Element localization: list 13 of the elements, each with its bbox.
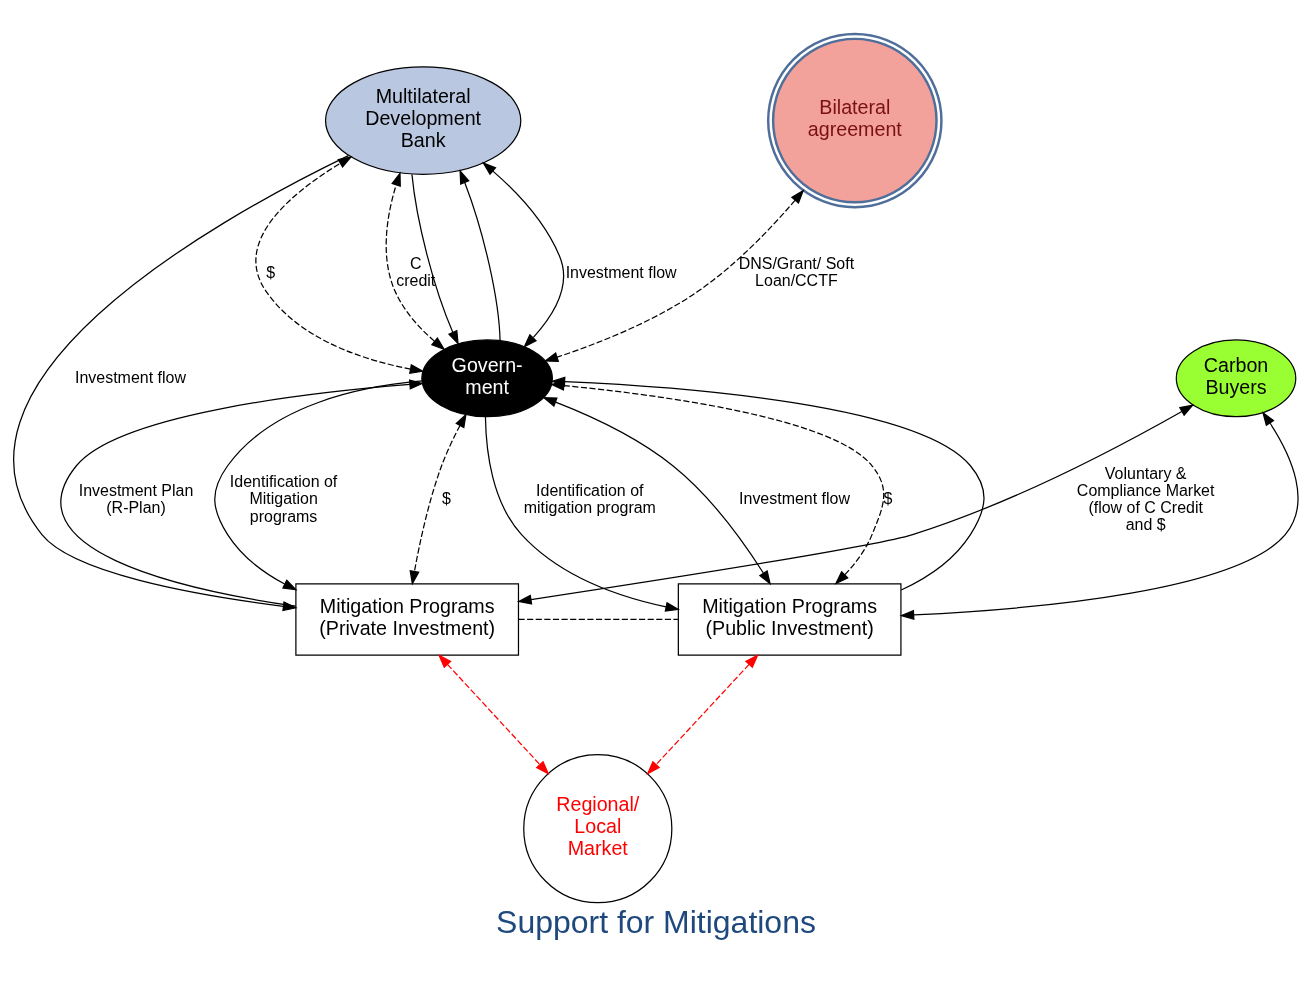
edge-label: Investment Plan (R-Plan) [78, 481, 194, 516]
edge-label: $ [883, 490, 893, 508]
edge-label: Identification of mitigation program [523, 481, 656, 516]
edge-label: $ [442, 490, 451, 508]
diagram-title: Support for Mitigations [496, 904, 816, 941]
edge-label: C credit [396, 255, 436, 290]
edge-label: Investment flow [565, 263, 677, 281]
edge-label: Voluntary & Compliance Market (flow of C Credit and $ [1076, 464, 1215, 534]
edge-label: Investment flow [739, 490, 851, 508]
edge-label: Investment flow [75, 368, 186, 386]
edge-label: Identification of Mitigation programs [229, 473, 338, 525]
edge-label: $ [266, 263, 276, 281]
edge-label: DNS/Grant/ Soft Loan/CCTF [738, 255, 855, 290]
